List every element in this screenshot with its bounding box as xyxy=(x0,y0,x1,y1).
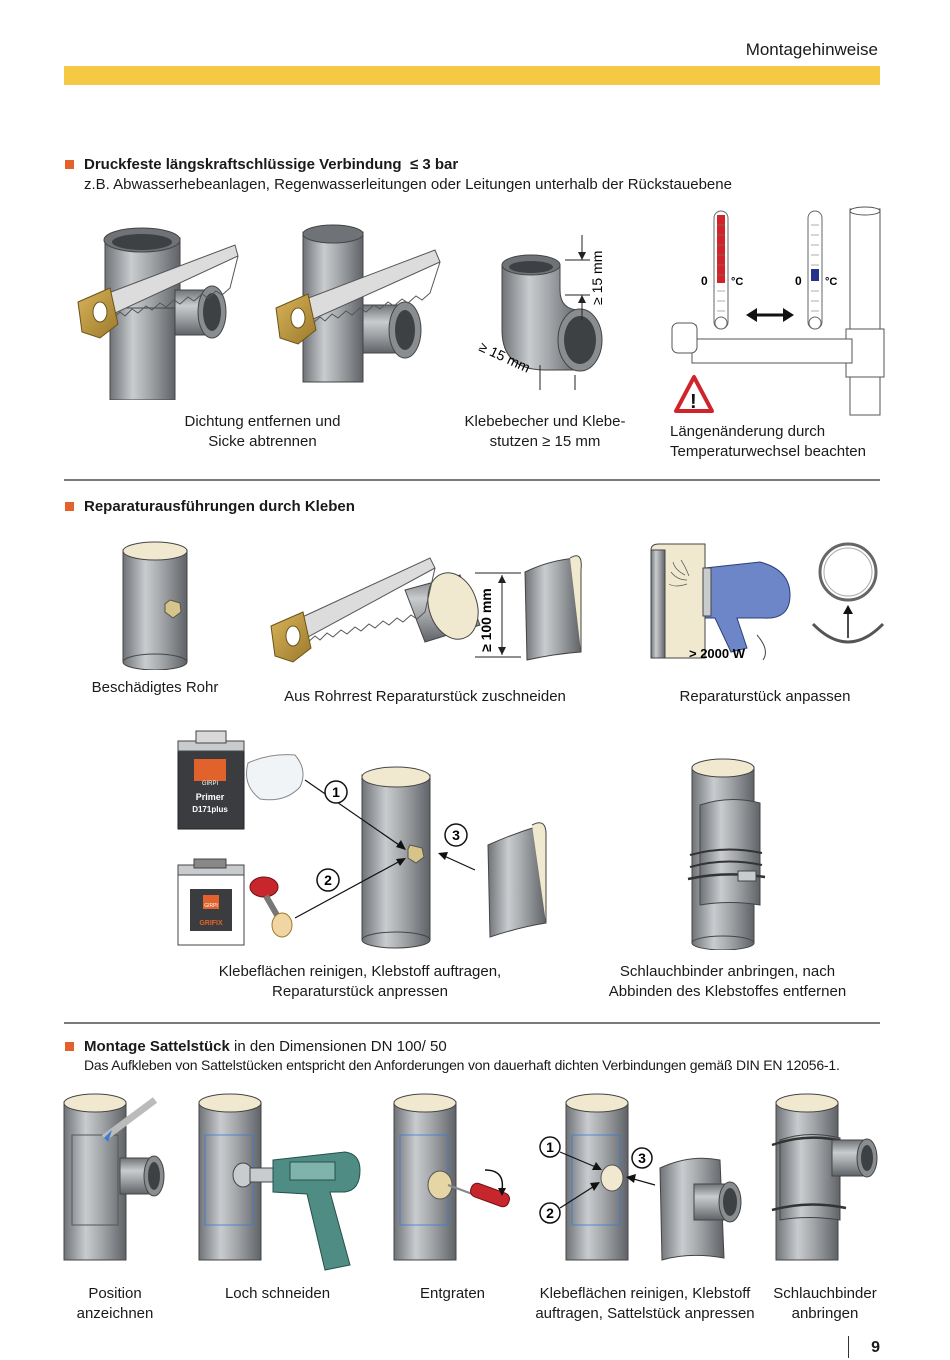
warning-exclamation-icon: ! xyxy=(690,391,697,413)
section1-caption-3: Längenänderung durch Temperaturwechsel b… xyxy=(670,423,866,460)
section1-caption-2: Klebebecher und Klebe- stutzen ≥ 15 mm xyxy=(464,413,626,450)
section3-step-3-badge: 3 xyxy=(638,1150,646,1166)
section-divider-2 xyxy=(64,1022,880,1024)
section2-step-3-badge: 3 xyxy=(452,827,460,843)
saddle-hose-clamp-illustration xyxy=(771,1093,878,1261)
drill-hole-illustration xyxy=(198,1093,361,1271)
section3-caption-4: Klebeflächen reinigen, Klebstoff auftrag… xyxy=(535,1285,755,1322)
section3-caption-2: Loch schneiden xyxy=(224,1285,331,1302)
section1-title-suffix: ≤ 3 bar xyxy=(409,156,459,173)
page-number: 9 xyxy=(871,1339,880,1356)
page-header-title: Montagehinweise xyxy=(745,40,878,59)
section3-title-text: Montage Sattelstück xyxy=(84,1038,230,1055)
cut-repair-piece-illustration: ≥ 100 mm xyxy=(270,555,582,663)
section2-step-2-badge: 2 xyxy=(324,872,332,888)
elbow-dimension-illustration: ≥ 15 mm ≥ 15 mm xyxy=(477,235,605,390)
header-accent-bar xyxy=(64,66,880,85)
left-thermometer-zero-label: 0 xyxy=(701,274,708,288)
right-thermometer-zero-label: 0 xyxy=(795,274,802,288)
mark-position-illustration xyxy=(63,1093,165,1261)
glue-can-product: GRIFIX xyxy=(199,920,223,927)
section2-caption-5: Schlauchbinder anbringen, nach Abbinden … xyxy=(608,963,847,1000)
section1-title: Druckfeste längskraftschlüssige Verbindu… xyxy=(84,156,458,173)
page-number-separator xyxy=(848,1336,849,1358)
elbow-socket-dimension-label: ≥ 15 mm xyxy=(589,251,605,305)
section3-caption-5: Schlauchbinder anbringen xyxy=(773,1285,877,1322)
section3-caption-3: Entgraten xyxy=(419,1285,486,1302)
section1-subtitle: z.B. Abwasserhebeanlagen, Regenwasserlei… xyxy=(84,176,732,193)
section1-title-text: Druckfeste längskraftschlüssige Verbindu… xyxy=(84,156,402,173)
section2-caption-4: Klebeflächen reinigen, Klebstoff auftrag… xyxy=(218,963,502,1000)
section1-caption-1: Dichtung entfernen und Sicke abtrennen xyxy=(184,413,341,450)
heat-gun-fitting-illustration: > 2000 W xyxy=(650,542,885,661)
section3-step-1-badge: 1 xyxy=(546,1139,554,1155)
primer-can-code: D171plus xyxy=(192,805,228,814)
section2-caption-1: Beschädigtes Rohr xyxy=(91,679,219,696)
primer-can-brand: GIRPI xyxy=(202,781,219,787)
section3-caption-1: Position anzeichnen xyxy=(76,1285,154,1322)
left-thermometer-unit-label: °C xyxy=(731,276,743,288)
section-divider-1 xyxy=(64,479,880,481)
tee-pipe-with-saw-illustration xyxy=(77,227,239,400)
thermal-expansion-illustration: 0 °C 0 °C ! xyxy=(671,206,885,416)
section3-bullet xyxy=(65,1042,74,1051)
heat-gun-power-label: > 2000 W xyxy=(689,646,746,661)
section2-step-1-badge: 1 xyxy=(332,784,340,800)
section2-caption-2: Aus Rohrrest Reparaturstück zuschneiden xyxy=(284,688,566,705)
pipe-sawing-socket-illustration xyxy=(275,224,441,383)
section3-title: Montage Sattelstück in den Dimensionen D… xyxy=(84,1038,447,1055)
glue-can-brand: GIRPI xyxy=(204,903,218,909)
hose-clamp-pipe-illustration xyxy=(687,758,766,950)
section3-subtitle: Das Aufkleben von Sattelstücken entspric… xyxy=(84,1057,840,1073)
repair-piece-length-label: ≥ 100 mm xyxy=(478,588,494,652)
primer-can-product: Primer xyxy=(196,792,225,802)
deburr-illustration xyxy=(393,1093,510,1261)
glue-saddle-illustration: 1 2 3 xyxy=(539,1093,742,1261)
glue-repair-piece-illustration: GIRPI Primer D171plus GIRPI GRIFIX 1 2 3 xyxy=(177,730,547,949)
section2-title: Reparaturausführungen durch Kleben xyxy=(84,498,355,515)
damaged-pipe-illustration xyxy=(122,541,188,670)
right-thermometer-unit-label: °C xyxy=(825,276,837,288)
section1-bullet xyxy=(65,160,74,169)
section2-caption-3: Reparaturstück anpassen xyxy=(679,688,851,705)
section2-bullet xyxy=(65,502,74,511)
section3-step-2-badge: 2 xyxy=(546,1205,554,1221)
section3-title-suffix: in den Dimensionen DN 100/ 50 xyxy=(229,1038,447,1055)
